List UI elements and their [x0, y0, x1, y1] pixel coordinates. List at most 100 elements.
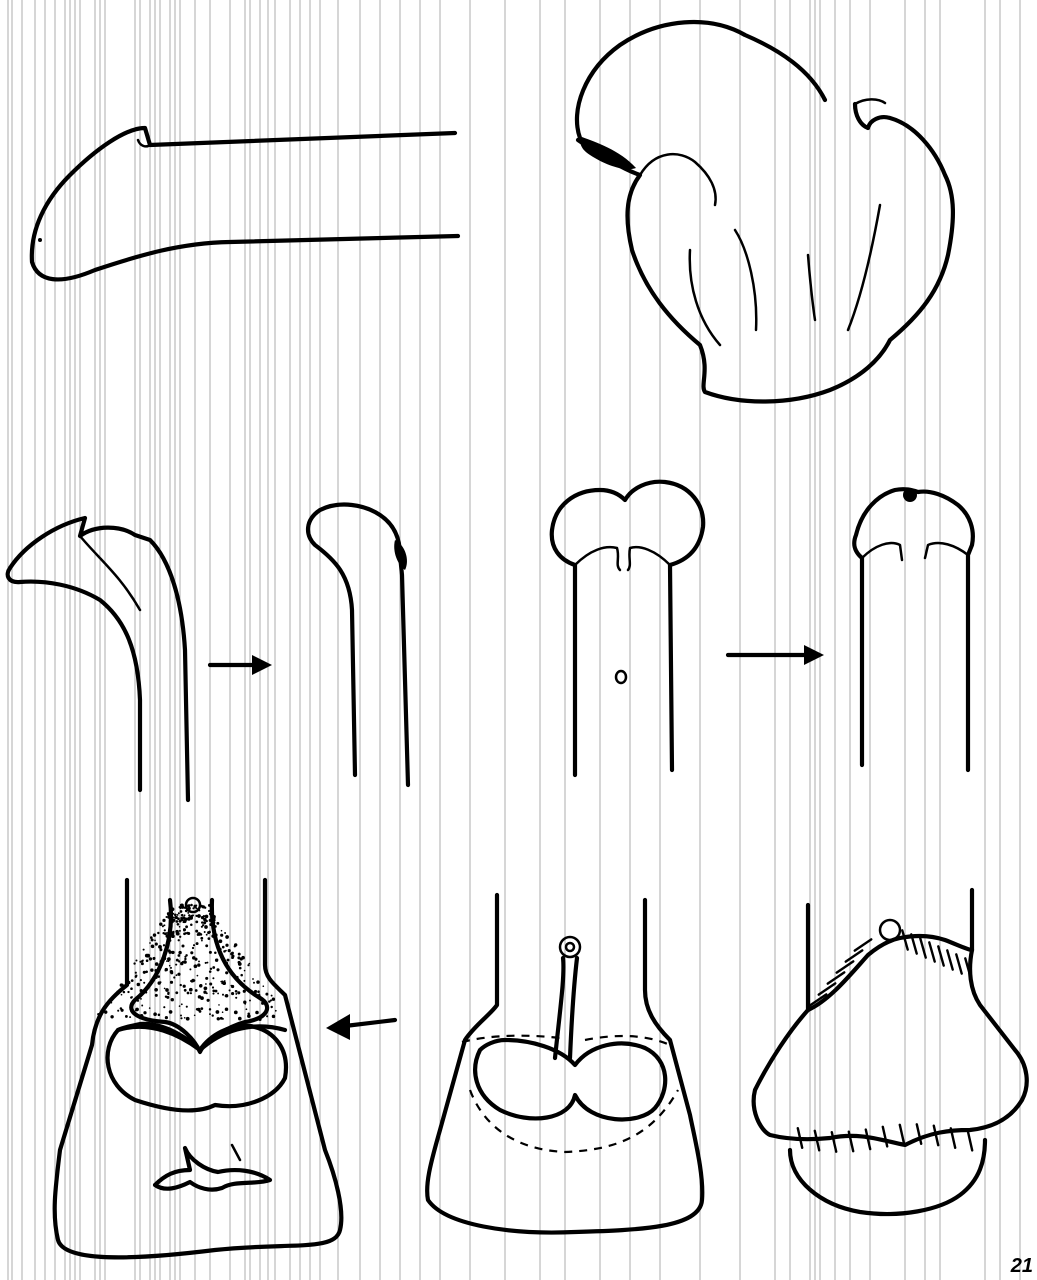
stipple-dot	[205, 962, 207, 964]
stipple-dot	[197, 908, 199, 910]
panel-5a-stippled-flap	[55, 880, 342, 1257]
stipple-dot	[272, 1015, 276, 1019]
stipple-dot	[194, 964, 198, 968]
stipple-dot	[137, 1000, 139, 1002]
stipple-dot	[168, 960, 170, 962]
stipple-dot	[185, 906, 187, 908]
panel-4b-glans-repositioned	[854, 488, 973, 770]
stipple-dot	[199, 984, 202, 987]
stipple-dot	[235, 993, 237, 995]
stipple-dot	[96, 1019, 98, 1021]
stipple-dot	[163, 957, 166, 960]
stipple-dot	[243, 990, 246, 993]
stipple-dot	[197, 914, 201, 918]
stipple-dot	[249, 1000, 251, 1002]
stipple-dot	[209, 970, 212, 973]
stipple-dot	[244, 970, 246, 972]
stipple-dot	[190, 992, 192, 994]
stipple-dot	[190, 904, 193, 907]
stipple-dot	[111, 1002, 113, 1004]
stipple-dot	[200, 1007, 203, 1010]
stipple-dot	[206, 962, 208, 964]
stipple-dot	[204, 907, 206, 909]
stipple-dot	[225, 1007, 229, 1011]
stipple-dot	[171, 907, 175, 911]
stipple-dot	[187, 912, 189, 914]
stipple-dot	[222, 946, 225, 949]
stipple-dot	[241, 958, 243, 960]
stipple-dot	[188, 907, 191, 910]
stipple-dot	[146, 959, 149, 962]
stipple-dot	[175, 964, 177, 966]
stipple-dot	[116, 991, 118, 993]
stipple-dot	[194, 958, 197, 961]
stipple-dot	[131, 979, 134, 982]
stipple-dot	[184, 914, 186, 916]
stipple-dot	[158, 945, 162, 949]
stipple-dot	[210, 968, 212, 970]
stipple-dot	[212, 977, 214, 979]
stipple-dot	[130, 996, 132, 998]
stipple-dot	[258, 1018, 261, 1021]
stipple-dot	[161, 957, 163, 959]
stipple-dot	[209, 923, 212, 926]
stipple-dot	[121, 984, 124, 987]
stipple-dot	[166, 943, 169, 946]
stipple-dot	[104, 1010, 107, 1013]
stipple-dot	[180, 917, 182, 919]
stipple-dot	[151, 939, 154, 942]
stipple-dot	[204, 931, 206, 933]
stipple-dot	[220, 1017, 223, 1020]
stipple-dot	[171, 951, 174, 954]
stipple-dot	[193, 944, 195, 946]
stipple-dot	[154, 976, 157, 979]
stipple-dot	[166, 916, 168, 918]
stipple-dot	[175, 991, 178, 994]
stipple-dot	[270, 999, 272, 1001]
stipple-dot	[238, 1017, 242, 1021]
arrow-right-1	[210, 655, 272, 675]
stipple-dot	[170, 918, 172, 920]
stipple-dot	[183, 930, 185, 932]
stipple-dot	[141, 1005, 143, 1007]
stipple-dot	[178, 912, 180, 914]
stipple-dot	[181, 944, 184, 947]
stipple-dot	[210, 916, 212, 918]
stipple-dot	[247, 1014, 251, 1018]
stipple-dot	[194, 1014, 196, 1016]
stipple-dot	[204, 986, 208, 990]
stipple-dot	[143, 1011, 146, 1014]
stipple-dot	[150, 968, 153, 971]
stipple-dot	[235, 997, 237, 999]
stipple-dot	[169, 965, 171, 967]
stipple-dot	[170, 970, 174, 974]
stipple-dot	[185, 925, 188, 928]
stipple-dot	[176, 920, 179, 923]
stipple-dot	[247, 964, 249, 966]
stipple-dot	[142, 960, 144, 962]
stipple-dot	[214, 925, 217, 928]
stipple-dot	[212, 966, 215, 969]
stipple-dot	[208, 937, 211, 940]
stipple-dot	[225, 935, 229, 939]
stipple-dot	[266, 1015, 268, 1017]
suture-stitch	[956, 954, 961, 973]
stipple-dot	[172, 921, 174, 923]
stipple-dot	[214, 952, 217, 955]
stipple-dot	[257, 990, 260, 993]
stipple-dot	[201, 916, 204, 919]
stipple-dot	[209, 982, 212, 985]
stipple-dot	[185, 932, 187, 934]
stipple-dot	[165, 970, 167, 972]
stipple-dot	[168, 913, 172, 917]
stipple-dot	[216, 968, 219, 971]
stipple-dot	[135, 975, 137, 977]
stipple-dot	[238, 962, 242, 966]
stipple-dot	[145, 954, 149, 958]
stipple-dot	[149, 957, 152, 960]
stipple-dot	[222, 1011, 224, 1013]
stipple-dot	[110, 1015, 113, 1018]
stipple-dot	[176, 974, 178, 976]
panel-4a-glans-ventral	[552, 482, 703, 775]
